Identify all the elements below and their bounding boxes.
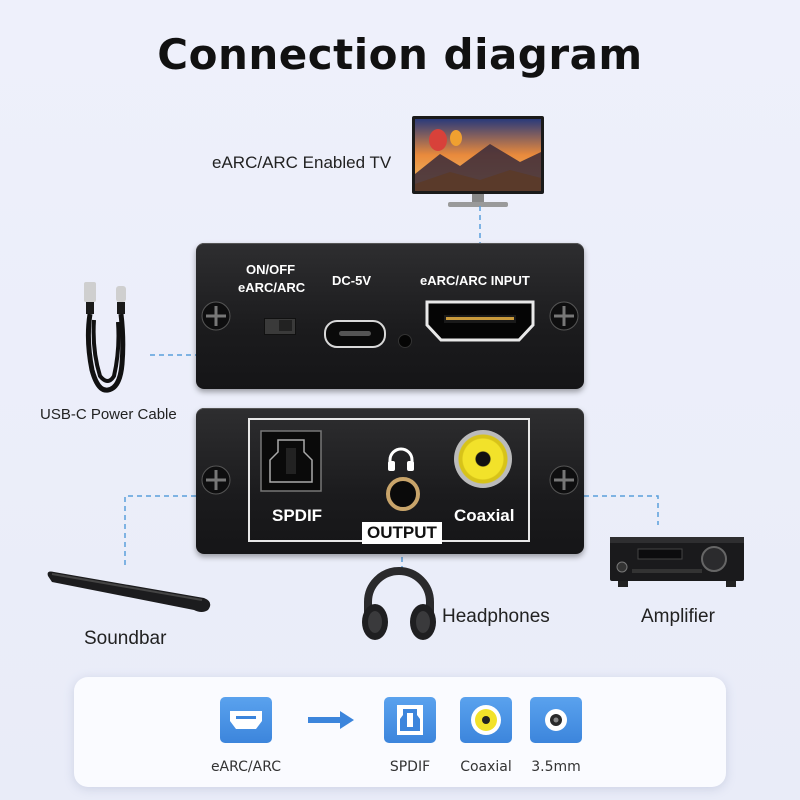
amplifier-icon	[610, 537, 744, 587]
earc-tile	[220, 697, 272, 743]
device-bottom-panel: SPDIF Coaxial OUTPUT	[196, 408, 584, 554]
screw-right-icon	[549, 465, 579, 495]
headphones-label: Headphones	[442, 606, 550, 627]
switch-label-1: ON/OFF	[246, 262, 296, 277]
optical-icon	[397, 705, 423, 735]
spdif-tile	[384, 697, 436, 743]
spdif-label: SPDIF	[272, 506, 323, 525]
hdmi-icon	[230, 711, 262, 729]
coaxial-tile	[460, 697, 512, 743]
legend-coaxial-label: Coaxial	[460, 759, 512, 775]
usb-cable-icon	[84, 282, 126, 393]
input-label: eARC/ARC INPUT	[420, 273, 530, 288]
legend-card: eARC/ARC SPDIF Coaxial 3.5mm	[74, 677, 726, 787]
headphones-icon	[362, 567, 436, 640]
usb-label: USB-C Power Cable	[40, 406, 177, 423]
coaxial-label: Coaxial	[454, 506, 515, 525]
legend-spdif-label: SPDIF	[389, 759, 431, 775]
output-label: OUTPUT	[367, 523, 437, 542]
tv-label: eARC/ARC Enabled TV	[212, 153, 392, 172]
screw-left-icon	[201, 465, 231, 495]
screw-left-icon	[201, 301, 231, 331]
amplifier-label: Amplifier	[641, 606, 715, 627]
headphone-icon	[388, 447, 414, 471]
dc-label: DC-5V	[332, 273, 372, 288]
headphone-jack[interactable]	[386, 477, 420, 511]
switch-label-2: eARC/ARC	[238, 280, 306, 295]
page-title: Connection diagram	[157, 30, 643, 79]
jack-icon	[545, 709, 567, 731]
device-top-panel: ON/OFF eARC/ARC DC-5V eARC/ARC INPUT	[196, 243, 584, 389]
tv-icon	[412, 116, 544, 207]
jack-tile	[530, 697, 582, 743]
coaxial-port[interactable]	[454, 430, 512, 488]
output-badge: OUTPUT	[362, 522, 442, 544]
soundbar-label: Soundbar	[84, 628, 167, 649]
led-indicator	[398, 334, 412, 348]
spdif-port-icon[interactable]	[260, 430, 322, 492]
arrow-right-icon	[308, 711, 354, 729]
earc-switch[interactable]	[264, 318, 296, 335]
screw-right-icon	[549, 301, 579, 331]
legend-earc-label: eARC/ARC	[210, 759, 282, 775]
rca-icon	[471, 705, 501, 735]
usb-c-port[interactable]	[324, 320, 386, 348]
hdmi-port-icon[interactable]	[424, 299, 536, 343]
soundbar-icon	[47, 571, 211, 612]
legend-jack-label: 3.5mm	[531, 759, 581, 775]
